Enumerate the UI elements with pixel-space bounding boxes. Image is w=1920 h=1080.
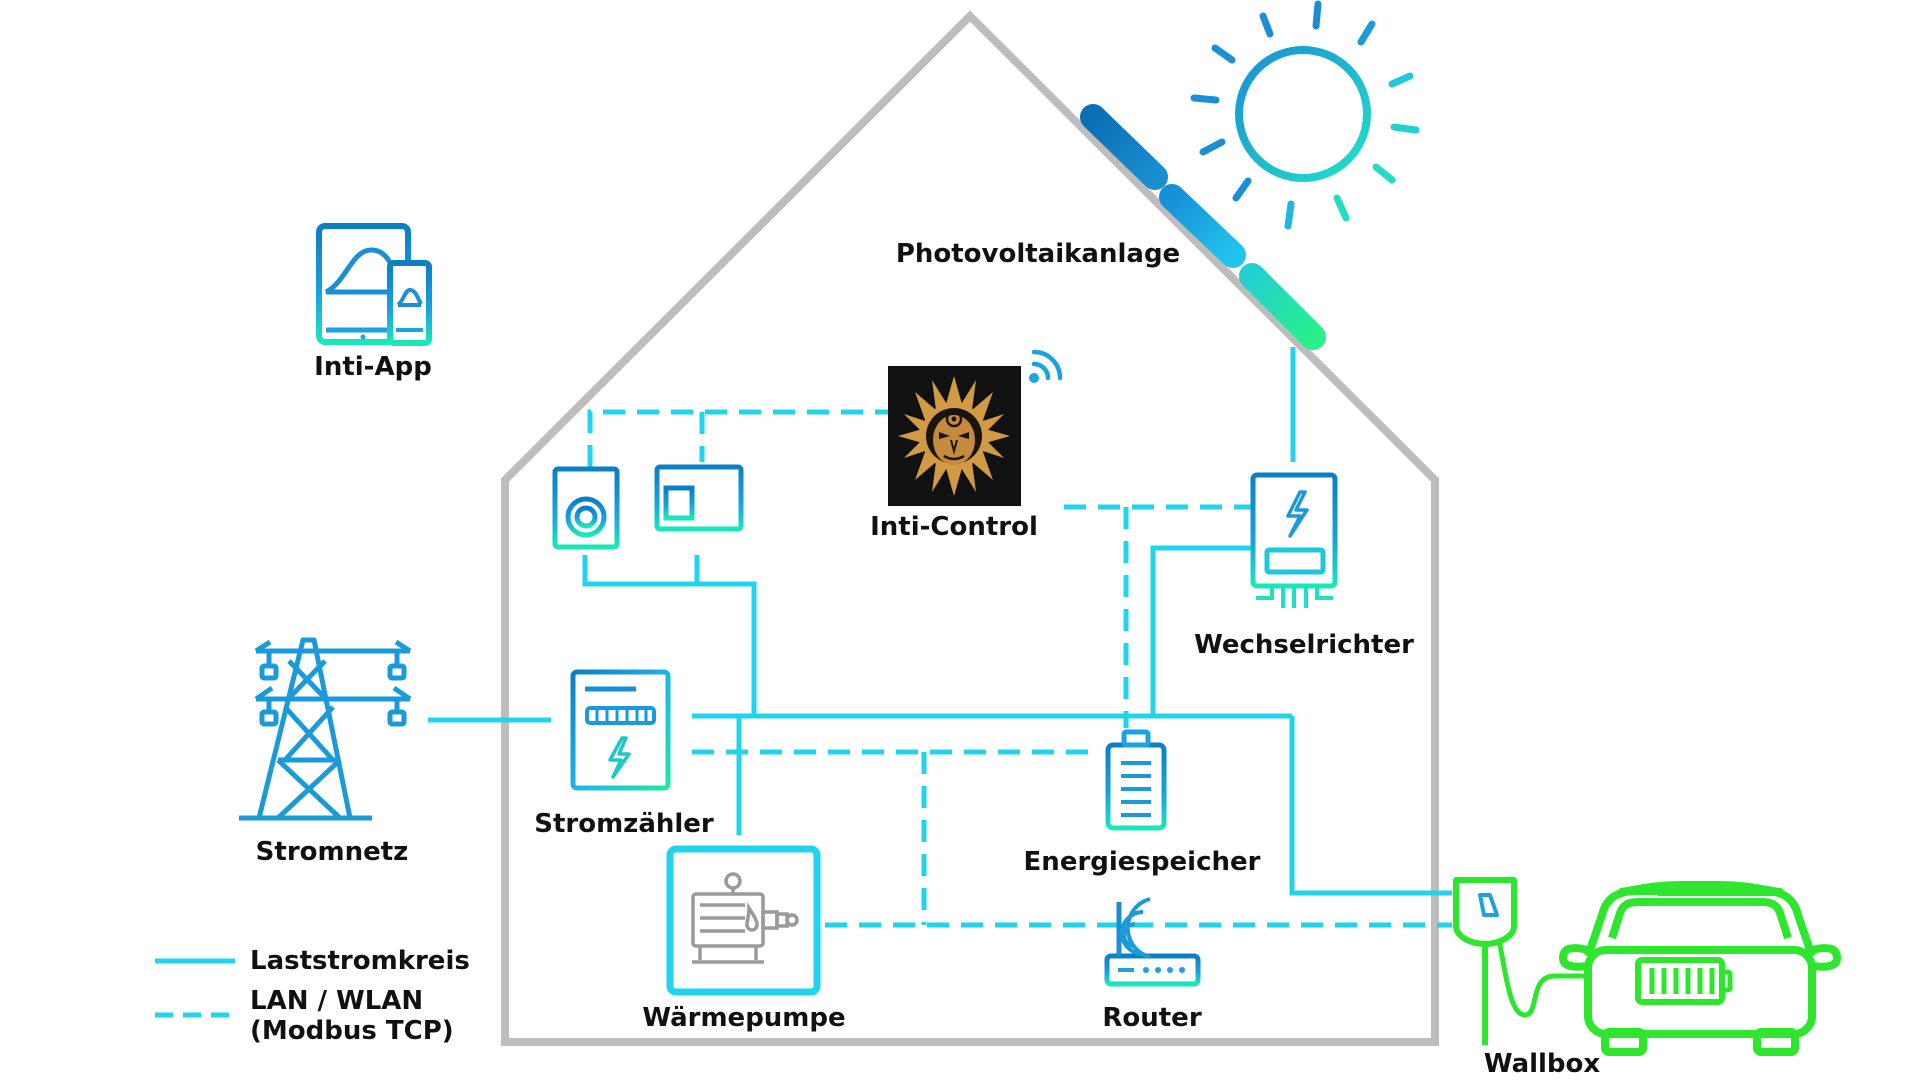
monitor-icon (654, 464, 744, 544)
pv-label: Photovoltaikanlage (896, 239, 1180, 269)
legend: Laststromkreis LAN / WLAN (Modbus TCP) (155, 946, 470, 1046)
meter-label: Stromzähler (534, 809, 714, 839)
house-outline (501, 10, 1439, 1046)
battery-label: Energiespeicher (1024, 847, 1261, 877)
wifi-icon (1029, 349, 1063, 383)
solar-panel-icon (1080, 104, 1326, 350)
inti-control-label: Inti-Control (870, 512, 1038, 542)
grid-label: Stromnetz (256, 837, 409, 867)
router-icon (1104, 897, 1201, 987)
legend-solid-label: Laststromkreis (250, 946, 470, 976)
washing-machine-icon (552, 466, 620, 550)
battery-icon (1105, 729, 1167, 831)
electricity-meter-icon (570, 669, 671, 791)
router-label: Router (1102, 1003, 1201, 1033)
sun-icon (1190, 0, 1420, 230)
heat-pump-icon (666, 845, 821, 996)
legend-dashed-label-2: (Modbus TCP) (250, 1016, 454, 1046)
power-pylon-icon (239, 637, 412, 821)
electric-car-icon (1559, 881, 1841, 1056)
inverter-label: Wechselrichter (1194, 630, 1414, 660)
lan-lines (587, 409, 1452, 928)
load-circuit-lines (428, 347, 1452, 896)
wallbox-icon (1453, 877, 1586, 1045)
wallbox-label: Wallbox (1484, 1049, 1601, 1079)
heat-pump-label: Wärmepumpe (642, 1003, 845, 1033)
inti-app-label: Inti-App (314, 352, 432, 382)
inverter-icon (1250, 472, 1338, 608)
legend-dashed-label-1: LAN / WLAN (250, 986, 423, 1016)
sun-mask-logo (888, 366, 1021, 506)
phone-icon (387, 260, 432, 346)
